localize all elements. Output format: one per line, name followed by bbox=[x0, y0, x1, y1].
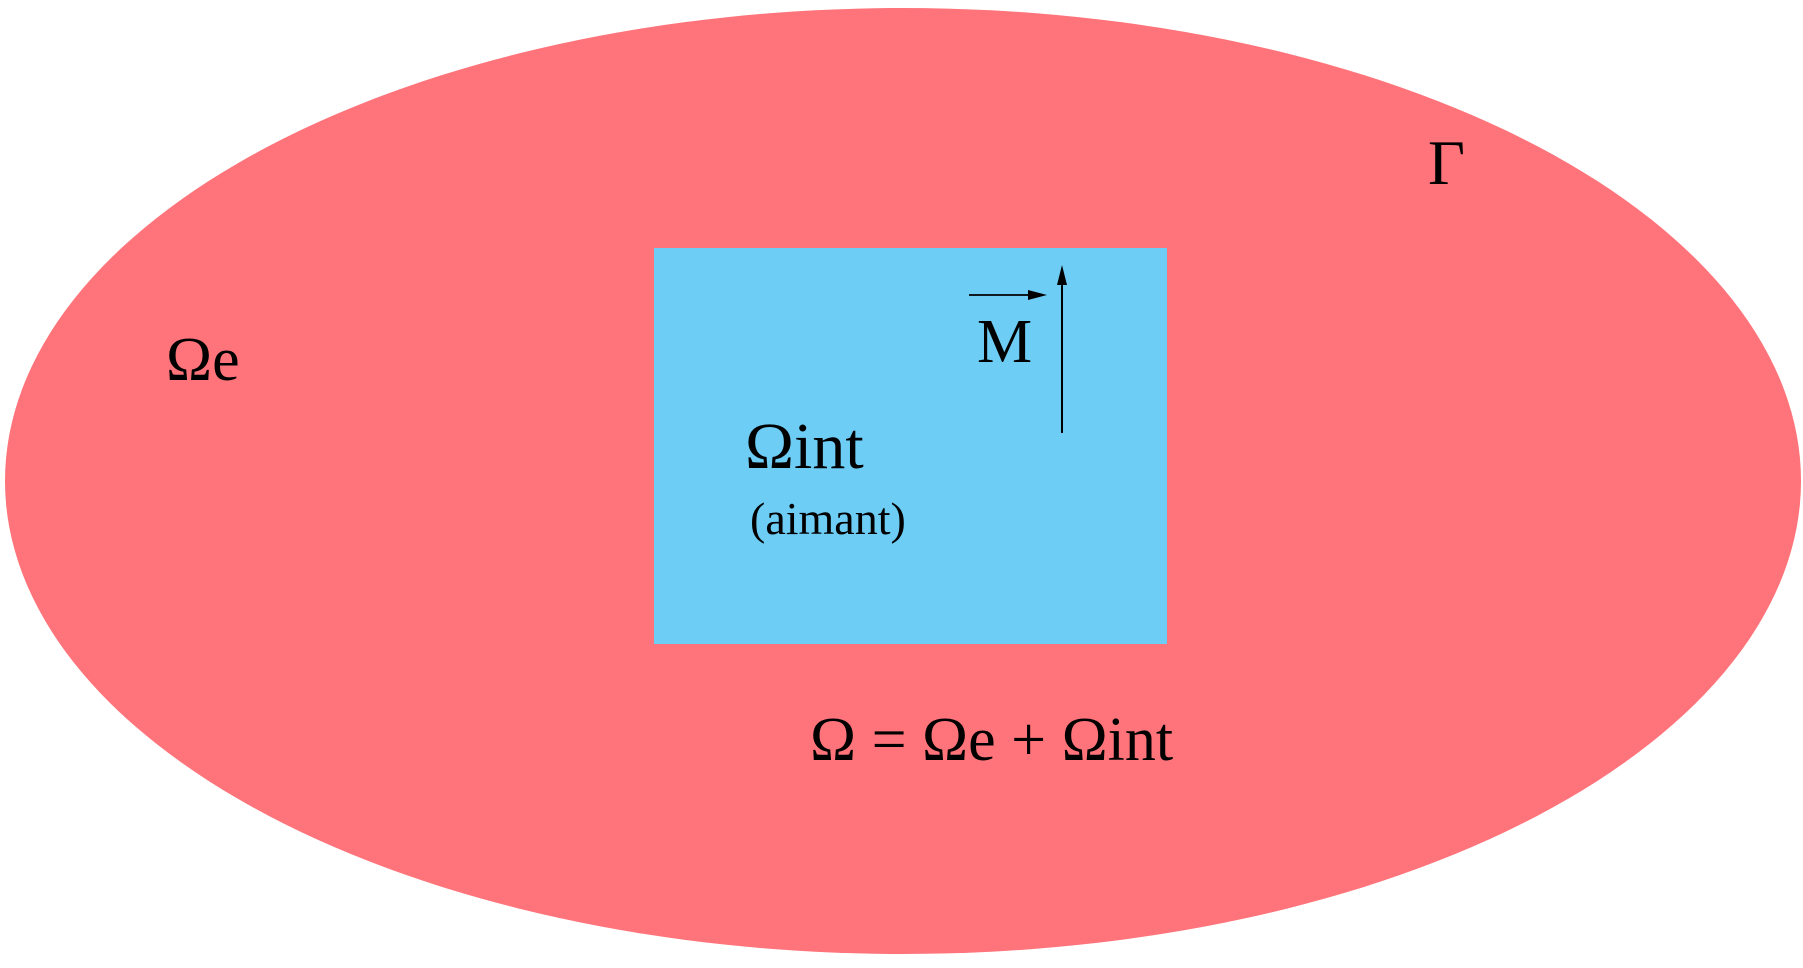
magnetization-arrow bbox=[1057, 265, 1067, 433]
boundary-label: Γ bbox=[1428, 127, 1465, 198]
inner-domain-note: (aimant) bbox=[750, 493, 906, 544]
inner-domain-rect bbox=[654, 248, 1167, 644]
outer-domain-label: Ωe bbox=[166, 326, 240, 394]
inner-domain-label: Ωint bbox=[745, 410, 864, 483]
magnetization-label: M bbox=[977, 308, 1032, 376]
vector-arrow-over-m bbox=[969, 290, 1047, 300]
equation-label: Ω = Ωe + Ωint bbox=[810, 706, 1173, 774]
